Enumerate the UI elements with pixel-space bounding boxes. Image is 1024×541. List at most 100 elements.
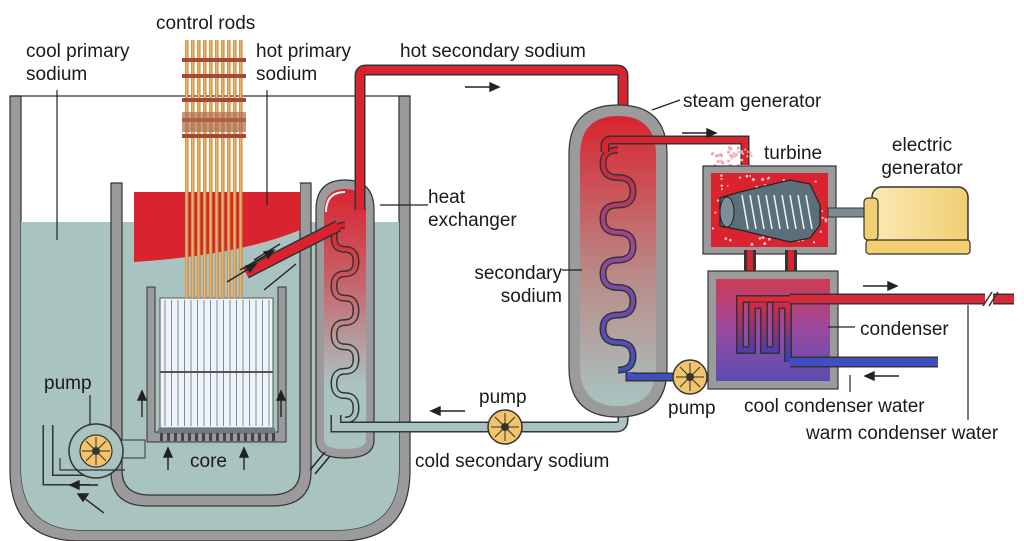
steam-particles — [710, 146, 753, 169]
arrow-cool-water — [863, 370, 899, 382]
label-core: core — [190, 451, 227, 472]
turbine-blade — [781, 194, 789, 230]
turbine-blade — [757, 194, 765, 230]
label-control-rods: control rods — [156, 13, 256, 34]
label-pump-condensate: pump — [668, 398, 716, 419]
label-warm-condenser-water: warm condenser water — [806, 423, 999, 444]
steam-dot — [746, 150, 749, 153]
turbine-steam-dot — [716, 199, 720, 202]
primary-pump — [42, 423, 146, 486]
label-condenser: condenser — [860, 319, 949, 340]
core-support-foot — [167, 433, 170, 441]
turbine-steam-dot — [714, 211, 717, 214]
turbine-steam-dot — [726, 184, 729, 187]
label-pump-secondary: pump — [479, 387, 527, 408]
core-support-foot — [272, 433, 275, 441]
flow-arrows — [68, 81, 899, 514]
control-rod — [197, 40, 201, 298]
turbine-steam-dot — [824, 220, 827, 223]
steam-dot — [736, 147, 740, 151]
arrows-core-to-hx — [226, 243, 297, 291]
steam-dot — [710, 152, 714, 156]
core-support-foot — [181, 433, 184, 441]
reactor-core — [146, 286, 287, 443]
steam-dot — [726, 159, 731, 163]
label-hot-primary-sodium: hot primary sodium — [256, 41, 352, 85]
core-support-foot — [223, 433, 226, 441]
turbine-steam-dot — [720, 188, 723, 191]
core-support-foot — [216, 433, 219, 441]
steam-dot — [728, 154, 732, 157]
primary-pump-inlet — [59, 458, 125, 471]
arrow-pump-in — [68, 479, 98, 491]
steam-dot — [746, 155, 749, 158]
control-rod — [215, 40, 219, 298]
core-support-foot — [209, 433, 212, 441]
arrow-warm-water — [863, 280, 899, 292]
arrow-core-up-right — [275, 389, 287, 417]
steam-dot — [739, 150, 744, 154]
arrow-steam — [682, 127, 718, 139]
turbine-steam-dot — [720, 184, 724, 187]
condenser-coil-fill — [737, 296, 791, 362]
steam-dot — [748, 151, 752, 155]
label-secondary-sodium: secondary sodium — [474, 263, 562, 307]
control-rod — [221, 40, 225, 298]
steam-dot — [733, 155, 736, 158]
arrow-core-up-left — [136, 389, 148, 417]
steam-dot — [730, 157, 733, 160]
rod-band — [182, 134, 246, 138]
steam-dot — [729, 147, 733, 151]
turbine-steam-dot — [711, 227, 715, 230]
label-cool-condenser-water: cool condenser water — [744, 396, 925, 417]
steam-dot — [726, 150, 731, 154]
core-support-foot — [188, 433, 191, 441]
steam-dot — [715, 154, 719, 158]
control-rod — [233, 40, 237, 298]
turbine-steam-dot — [763, 242, 767, 246]
rod-band — [182, 74, 246, 78]
rod-band — [182, 58, 246, 62]
label-cool-primary-sodium: cool primary sodium — [26, 41, 130, 85]
arrow-cold-secondary — [429, 405, 465, 417]
turbine-steam-dot — [824, 218, 828, 222]
turbine-blade — [789, 194, 797, 230]
control-rods — [182, 40, 246, 298]
core-support-foot — [202, 433, 205, 441]
turbine-blade — [741, 194, 749, 230]
turbine-steam-dot — [821, 216, 824, 219]
label-electric-generator: electric generator — [881, 135, 963, 179]
core-support-foot — [174, 433, 177, 441]
label-pump-primary: pump — [44, 373, 92, 394]
control-rod — [191, 40, 195, 298]
steam-dot — [737, 151, 741, 154]
steam-dot — [734, 153, 738, 157]
label-cold-secondary-sodium: cold secondary sodium — [415, 451, 610, 472]
core-support-foot — [265, 433, 268, 441]
steam-dot — [716, 159, 720, 164]
steam-dot — [730, 153, 734, 158]
turbine-blade — [773, 194, 781, 230]
turbine-steam-dot — [821, 210, 824, 212]
electric-generator — [863, 186, 971, 255]
steam-dot — [720, 159, 723, 162]
turbine-steam-dot — [761, 177, 765, 182]
steam-dot — [719, 153, 723, 157]
arrow-hx-out — [309, 451, 331, 475]
turbine-steam-dot — [819, 230, 822, 233]
control-rod — [239, 40, 243, 298]
steam-dot — [750, 154, 753, 157]
steam-dot — [744, 148, 747, 151]
turbine-steam-dot — [767, 177, 770, 180]
condensate-pump — [672, 359, 708, 395]
intermediate-heat-exchanger — [243, 179, 375, 459]
turbine-blade — [805, 194, 813, 230]
turbine-blade — [765, 194, 773, 230]
arrow-core-in-right — [238, 446, 250, 470]
turbine-steam-dot — [751, 178, 755, 182]
label-steam-generator: steam generator — [683, 91, 822, 112]
turbine-steam-dot — [745, 174, 749, 178]
secondary-sodium-loop — [330, 64, 629, 445]
turbine-steam-dot — [761, 236, 765, 239]
